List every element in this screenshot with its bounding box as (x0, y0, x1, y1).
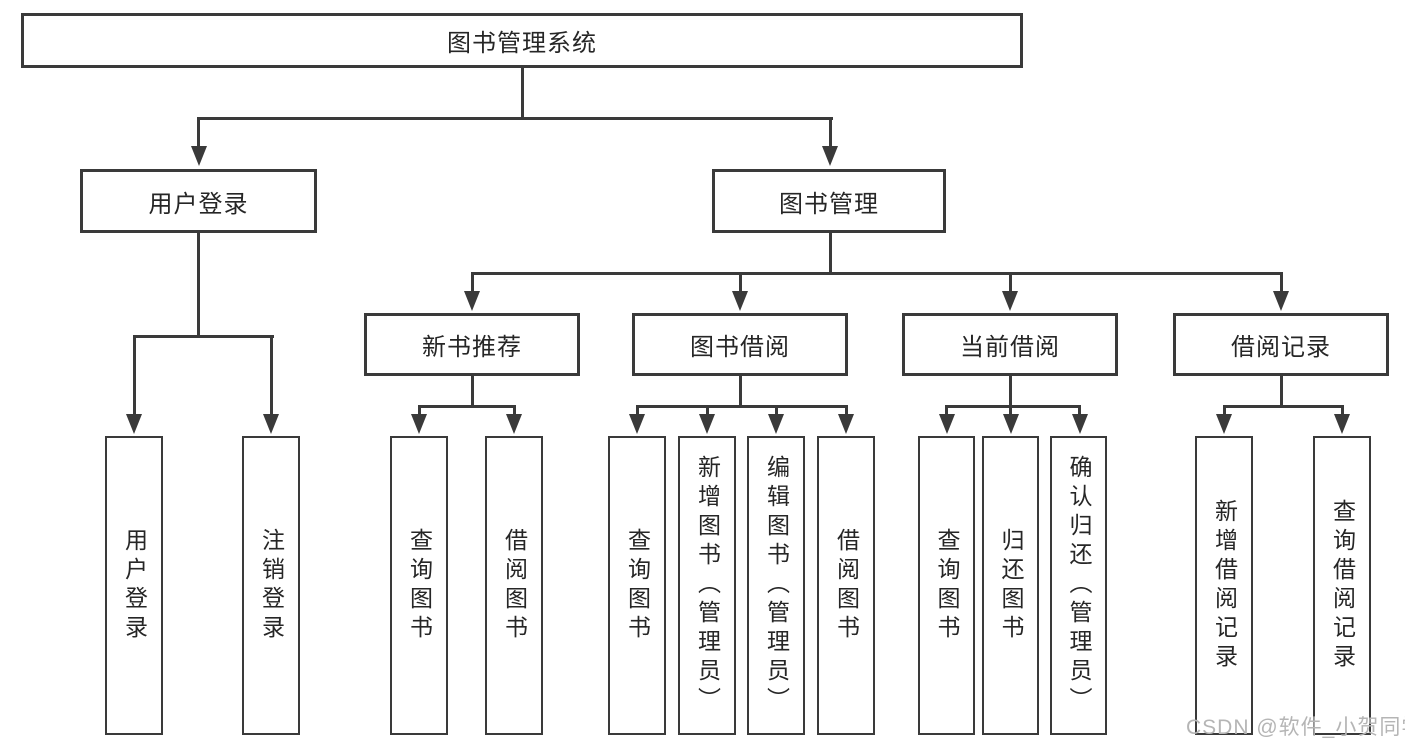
connector-user-login-branch (132, 334, 274, 338)
connector-book-mgmt-branch (470, 271, 1283, 275)
connector-to-leaf (1340, 404, 1344, 419)
leaf-add-borrow-record: 新增借阅记录 (1195, 436, 1253, 735)
connector-book-mgmt-stem (828, 231, 832, 273)
arrow-down-icon (506, 414, 522, 434)
leaf-query-books-under-current-borrow: 查询图书 (918, 436, 975, 735)
connector-to-leaf (945, 404, 948, 419)
connector-new-book-rec-branch (417, 404, 516, 408)
leaf-query-borrow-record: 查询借阅记录 (1313, 436, 1371, 735)
arrow-down-icon (263, 414, 279, 434)
leaf-borrow-books-under-book-borrow: 借阅图书 (817, 436, 875, 735)
leaf-query-books-under-book-borrow: 查询图书 (608, 436, 666, 735)
arrow-down-icon (938, 414, 955, 434)
connector-book-borrow-stem (738, 374, 742, 407)
connector-to-leaf (1078, 404, 1081, 419)
leaf-confirm-return-admin: 确认归还（管理员） (1050, 436, 1107, 735)
node-root-library-management-system: 图书管理系统 (21, 13, 1023, 68)
node-book-borrowing: 图书借阅 (632, 313, 848, 376)
leaf-add-books-admin: 新增图书（管理员） (678, 436, 736, 735)
node-new-book-recommendation: 新书推荐 (364, 313, 580, 376)
arrow-down-icon (411, 414, 427, 434)
node-book-management: 图书管理 (712, 169, 946, 233)
connector-root-to-book-mgmt-stem (828, 116, 832, 151)
arrow-down-icon (838, 414, 854, 434)
connector-new-book-rec-stem (470, 374, 474, 407)
connector-root-stem (520, 66, 524, 119)
arrow-down-icon (822, 146, 838, 166)
leaf-logout: 注销登录 (242, 436, 300, 735)
arrow-down-icon (1071, 414, 1088, 434)
arrow-down-icon (464, 291, 480, 311)
connector-to-leaf-logout (269, 334, 273, 419)
leaf-edit-books-admin: 编辑图书（管理员） (747, 436, 805, 735)
node-current-borrowing: 当前借阅 (902, 313, 1118, 376)
leaf-return-books: 归还图书 (982, 436, 1039, 735)
connector-book-borrow-branch (635, 404, 848, 408)
arrow-down-icon (190, 146, 207, 166)
arrow-down-icon (126, 414, 142, 434)
arrow-down-icon (699, 414, 715, 434)
leaf-borrow-books-under-new-book-rec: 借阅图书 (485, 436, 543, 735)
connector-current-borrow-branch (945, 404, 1081, 408)
connector-to-leaf (705, 404, 709, 419)
arrow-down-icon (1002, 291, 1018, 311)
arrow-down-icon (768, 414, 784, 434)
connector-to-leaf (512, 404, 516, 419)
node-borrowing-records: 借阅记录 (1173, 313, 1389, 376)
connector-to-leaf (1009, 404, 1012, 419)
connector-root-branch (197, 116, 833, 120)
connector-to-leaf (417, 404, 421, 419)
connector-to-new-book-rec (470, 271, 474, 295)
arrow-down-icon (732, 291, 748, 311)
connector-to-book-borrow (738, 271, 742, 295)
connector-to-leaf (774, 404, 778, 419)
connector-current-borrow-stem (1008, 374, 1012, 407)
connector-to-leaf (635, 404, 639, 419)
leaf-user-login: 用户登录 (105, 436, 163, 735)
connector-to-leaf (1222, 404, 1226, 419)
leaf-query-books-under-new-book-rec: 查询图书 (390, 436, 448, 735)
csdn-watermark: CSDN @软件_小贺同学 (1186, 716, 1405, 739)
connector-to-borrow-record (1279, 271, 1283, 295)
arrow-down-icon (629, 414, 645, 434)
connector-borrow-record-stem (1279, 374, 1283, 407)
connector-to-leaf-user-login (132, 334, 136, 419)
connector-root-to-user-login-stem (197, 116, 200, 151)
arrow-down-icon (1334, 414, 1350, 434)
arrow-down-icon (1002, 414, 1019, 434)
connector-to-current-borrow (1008, 271, 1012, 295)
connector-user-login-stem (197, 231, 200, 337)
arrow-down-icon (1216, 414, 1232, 434)
connector-borrow-record-branch (1222, 404, 1344, 408)
connector-to-leaf (844, 404, 848, 419)
node-user-login: 用户登录 (80, 169, 317, 233)
arrow-down-icon (1273, 291, 1289, 311)
